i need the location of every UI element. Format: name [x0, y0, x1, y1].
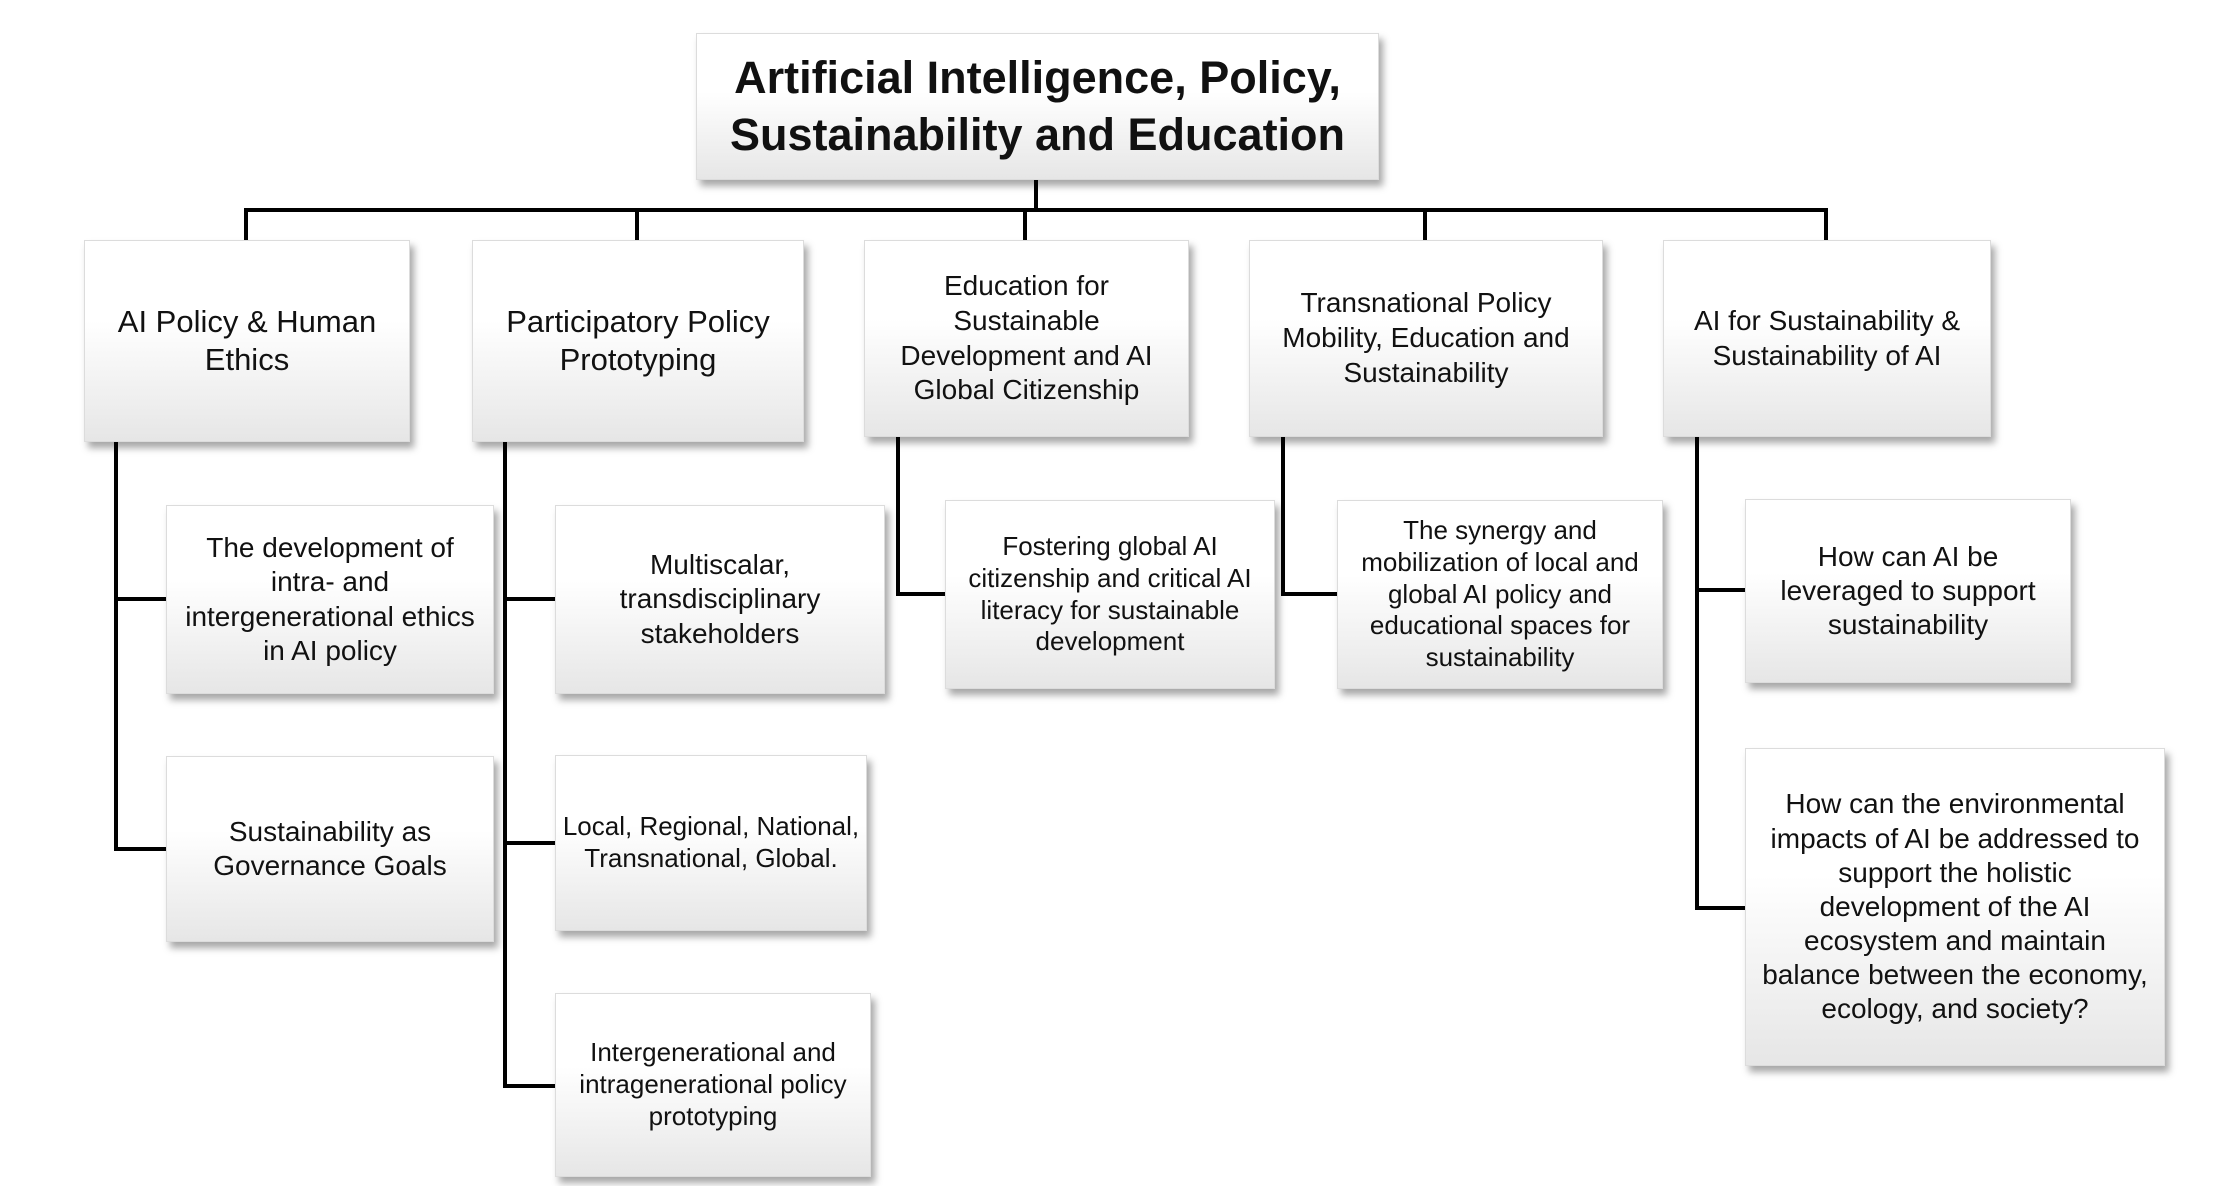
root-topic-box: Artificial Intelligence, Policy, Sustain…	[696, 33, 1379, 180]
branch-label: AI for Sustainability & Sustainability o…	[1693, 304, 1961, 371]
subtopic-multiscalar-stakeholders: Multiscalar, transdisciplinary stakehold…	[555, 505, 885, 694]
subtopic-ai-supporting-sustainability: How can AI be leveraged to support susta…	[1745, 499, 2071, 683]
subtopic-text: The synergy and mobilization of local an…	[1361, 515, 1639, 673]
subtopic-global-ai-citizenship: Fostering global AI citizenship and crit…	[945, 500, 1275, 689]
subtopic-policy-synergy: The synergy and mobilization of local an…	[1337, 500, 1663, 689]
subtopic-text: Fostering global AI citizenship and crit…	[968, 531, 1252, 657]
subtopic-intergenerational-ethics: The development of intra- and intergener…	[166, 505, 494, 694]
subtopic-text: How can AI be leveraged to support susta…	[1780, 540, 2036, 641]
branch-transnational-policy-mobility: Transnational Policy Mobility, Education…	[1249, 240, 1603, 437]
branch-label: Education for Sustainable Development an…	[900, 270, 1153, 406]
branch-ai-for-sustainability: AI for Sustainability & Sustainability o…	[1663, 240, 1991, 437]
subtopic-sustainability-governance: Sustainability as Governance Goals	[166, 756, 494, 942]
subtopic-governance-scales: Local, Regional, National, Transnational…	[555, 755, 867, 931]
branch-label: Transnational Policy Mobility, Education…	[1282, 287, 1570, 388]
subtopic-environmental-impacts: How can the environmental impacts of AI …	[1745, 748, 2165, 1066]
subtopic-text: Multiscalar, transdisciplinary stakehold…	[619, 549, 821, 649]
branch-participatory-policy-prototyping: Participatory Policy Prototyping	[472, 240, 804, 442]
root-title: Artificial Intelligence, Policy, Sustain…	[729, 52, 1346, 160]
subtopic-text: How can the environmental impacts of AI …	[1762, 788, 2148, 1025]
branch-label: Participatory Policy Prototyping	[506, 304, 770, 377]
subtopic-text: Local, Regional, National, Transnational…	[562, 811, 860, 873]
subtopic-text: The development of intra- and intergener…	[185, 532, 475, 666]
branch-ai-policy-human-ethics: AI Policy & Human Ethics	[84, 240, 410, 442]
subtopic-text: Sustainability as Governance Goals	[213, 815, 447, 881]
subtopic-text: Intergenerational and intragenerational …	[579, 1037, 847, 1131]
branch-education-sustainable-development: Education for Sustainable Development an…	[864, 240, 1189, 437]
branch-label: AI Policy & Human Ethics	[117, 304, 377, 377]
subtopic-policy-prototyping: Intergenerational and intragenerational …	[555, 993, 871, 1177]
